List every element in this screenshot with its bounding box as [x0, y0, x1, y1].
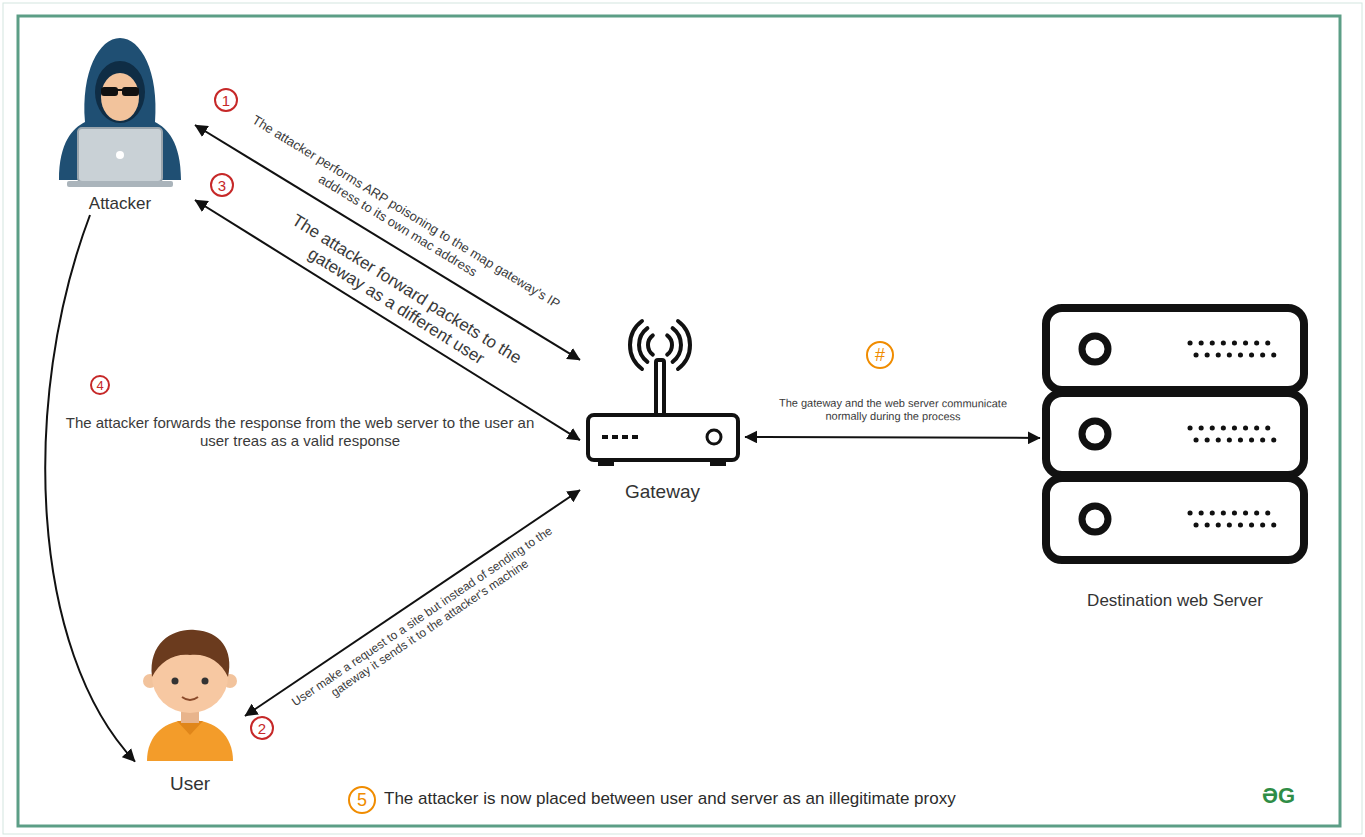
eye — [172, 678, 179, 685]
arrow-connector — [245, 490, 580, 716]
callout-circle: 3 — [210, 173, 234, 197]
wave — [648, 335, 653, 354]
arrow-connector — [195, 200, 580, 440]
sunglasses — [101, 87, 118, 96]
callout-circle: 5 — [348, 786, 376, 814]
router-icon — [580, 320, 745, 505]
router-leds — [602, 435, 642, 439]
hood-opening — [95, 61, 145, 123]
antenna — [656, 360, 664, 416]
vent-dots — [1190, 343, 1278, 355]
vent-dots — [1190, 428, 1278, 440]
callout-number: 5 — [357, 791, 367, 809]
wave — [673, 328, 681, 362]
node-caption: Gateway — [560, 480, 765, 505]
router-button — [707, 430, 721, 444]
node-label: Attacker — [25, 193, 215, 215]
mouth — [182, 697, 198, 700]
sunglasses-bridge — [117, 89, 123, 91]
arrow-connector — [745, 436, 1040, 439]
vent-dots — [1190, 513, 1278, 525]
collar — [177, 721, 203, 735]
shirt — [147, 720, 233, 761]
server-unit — [1046, 478, 1304, 560]
note-text: The attacker is now placed between user … — [384, 789, 956, 809]
router-foot — [598, 460, 614, 466]
callout-circle: 2 — [250, 716, 274, 740]
node-label: Gateway — [560, 480, 765, 505]
user-node: User — [135, 625, 245, 797]
outer-border — [3, 3, 1362, 834]
node-label: User — [115, 772, 265, 797]
wave — [667, 335, 672, 354]
router-body — [588, 415, 738, 460]
step-description: The attacker forwards the response from … — [65, 414, 535, 450]
server-icon — [1040, 300, 1310, 612]
step-description: The gateway and the web server communica… — [768, 397, 1018, 424]
watermark: ƏG — [1262, 783, 1295, 809]
node-caption: Destination web Server — [1020, 590, 1330, 612]
laptop-logo — [116, 151, 124, 159]
node-caption: Attacker — [25, 193, 215, 215]
wave — [630, 321, 642, 369]
wave — [639, 328, 647, 362]
callout-number: 4 — [96, 379, 103, 392]
server-light — [1082, 506, 1108, 532]
server-lights — [1082, 336, 1108, 532]
server-vents — [1190, 343, 1278, 525]
server-unit — [1046, 393, 1304, 475]
hacker-icon — [45, 30, 195, 215]
callout-number: # — [875, 346, 885, 364]
server-units — [1046, 308, 1304, 560]
user-icon — [135, 625, 245, 797]
server-light — [1082, 421, 1108, 447]
face — [101, 73, 139, 121]
callout-number: 1 — [222, 93, 230, 108]
callout-number: 3 — [218, 178, 226, 193]
attacker-node: Attacker — [45, 30, 195, 215]
node-caption: User — [115, 772, 265, 797]
node-label: Destination web Server — [1020, 590, 1330, 612]
wave — [678, 321, 690, 369]
callout-circle: 4 — [90, 375, 110, 395]
server-node: Destination web Server — [1040, 300, 1310, 612]
hacker-figure — [59, 38, 181, 187]
gateway-node: Gateway — [580, 320, 745, 505]
callout-number: 2 — [258, 721, 266, 736]
router-foot — [710, 460, 726, 466]
frame-border — [18, 16, 1340, 826]
hair — [152, 630, 230, 677]
arrow-connector — [45, 215, 135, 762]
sunglasses — [122, 87, 139, 96]
laptop-lid — [78, 128, 162, 182]
arrow-connector — [195, 125, 580, 360]
callout-circle: 1 — [214, 88, 238, 112]
step-description: User make a request to a site but instea… — [281, 519, 571, 727]
server-light — [1082, 336, 1108, 362]
eye — [202, 678, 209, 685]
server-unit — [1046, 308, 1304, 390]
laptop-base — [67, 181, 173, 187]
callout-circle: # — [866, 341, 894, 369]
